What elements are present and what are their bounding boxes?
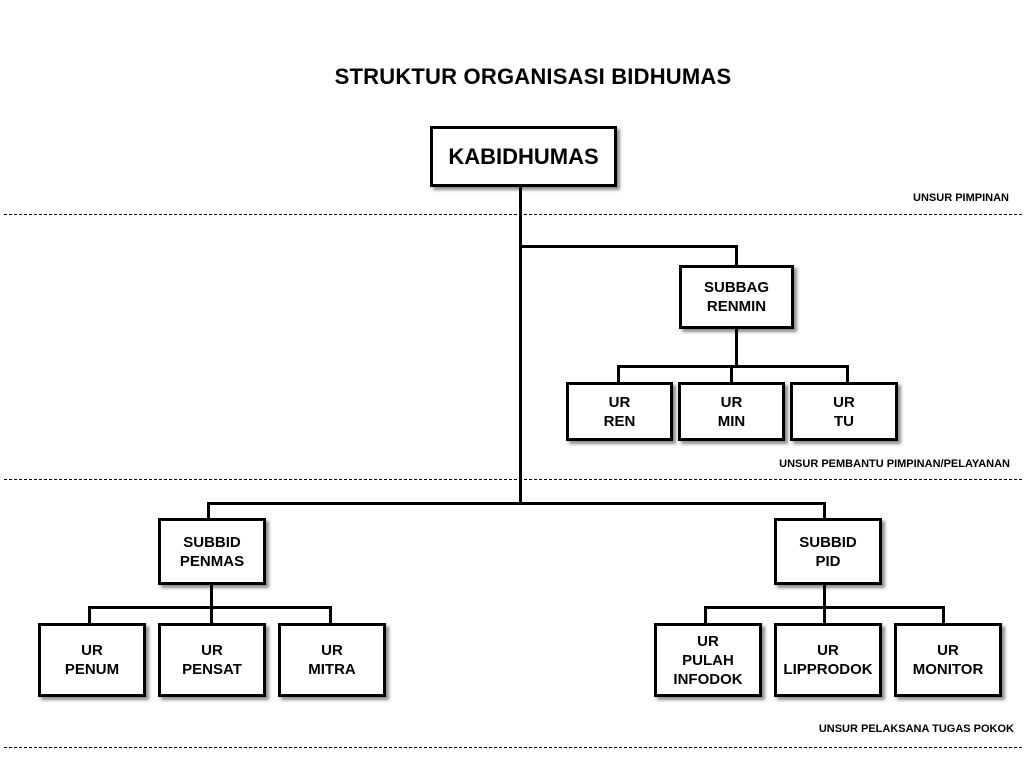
node-label: PENUM — [64, 661, 120, 678]
node-label: SUBBID — [183, 533, 241, 551]
zone-label-pelaksana: UNSUR PELAKSANA TUGAS POKOK — [818, 723, 1014, 735]
node-label: INFODOK — [673, 670, 743, 688]
connector-renmin-down — [735, 329, 738, 367]
node-label: REN — [603, 412, 636, 430]
node-label: TU — [834, 412, 854, 430]
connector-penmas-v — [207, 502, 210, 519]
connector-ur-lipprodok — [823, 606, 826, 624]
node-ur-pulah-infodok: UR PULAH INFODOK — [654, 623, 762, 697]
connector-ur-monitor — [942, 606, 945, 624]
node-label: LIPPRODOK — [783, 661, 873, 678]
node-ur-tu: UR TU — [790, 382, 898, 441]
connector-ur-ren — [617, 365, 620, 383]
connector-penmas-down — [210, 584, 213, 608]
separator-pembantu — [4, 479, 1022, 480]
connector-pid-down — [823, 584, 826, 608]
node-label: UR — [201, 642, 223, 659]
node-subbag-renmin: SUBBAG RENMIN — [679, 265, 794, 329]
connector-ur-pulah — [704, 606, 707, 624]
node-label: UR — [720, 393, 743, 411]
node-label: SUBBID — [799, 533, 857, 551]
connector-main-trunk — [519, 187, 522, 505]
node-label: PENSAT — [182, 661, 242, 678]
node-subbid-pid: SUBBID PID — [774, 518, 882, 585]
node-ur-ren: UR REN — [566, 382, 673, 441]
node-label: KABIDHUMAS — [448, 143, 599, 169]
node-label: UR — [608, 393, 631, 411]
zone-label-pembantu: UNSUR PEMBANTU PIMPINAN/PELAYANAN — [779, 458, 1010, 470]
node-ur-lipprodok: UR LIPPRODOK — [774, 623, 882, 697]
connector-ur-tu — [846, 365, 849, 383]
node-ur-penum: UR PENUM — [38, 623, 146, 697]
node-label: UR — [81, 642, 103, 659]
node-label: UR — [697, 632, 719, 650]
node-subbid-penmas: SUBBID PENMAS — [158, 518, 266, 585]
node-kabidhumas: KABIDHUMAS — [430, 126, 617, 187]
connector-ur-penum — [88, 606, 91, 624]
separator-pelaksana — [4, 747, 1022, 748]
node-label: UR — [937, 642, 959, 659]
node-label: UR — [817, 642, 839, 659]
node-ur-mitra: UR MITRA — [278, 623, 386, 697]
node-label: SUBBAG — [703, 279, 769, 296]
node-label: MITRA — [308, 661, 356, 678]
node-label: PENMAS — [179, 552, 245, 570]
node-label: MIN — [717, 412, 746, 430]
node-label: UR — [833, 393, 855, 411]
connector-renmin-h — [519, 245, 738, 248]
node-label: MONITOR — [912, 661, 984, 678]
node-ur-min: UR MIN — [678, 382, 785, 441]
node-ur-pensat: UR PENSAT — [158, 623, 266, 697]
connector-renmin-bus — [617, 365, 849, 368]
connector-ur-mitra — [329, 606, 332, 624]
node-label: UR — [321, 642, 343, 659]
connector-subbid-bus — [207, 502, 826, 505]
connector-ur-pensat — [210, 606, 213, 624]
node-ur-monitor: UR MONITOR — [894, 623, 1002, 697]
node-label: RENMIN — [706, 298, 767, 315]
zone-label-pimpinan: UNSUR PIMPINAN — [913, 192, 1009, 204]
connector-pid-v — [823, 502, 826, 519]
chart-title: STRUKTUR ORGANISASI BIDHUMAS — [334, 64, 732, 89]
separator-pimpinan — [4, 214, 1022, 215]
connector-ur-min — [730, 365, 733, 383]
node-label: PID — [815, 552, 841, 570]
node-label: PULAH — [682, 651, 734, 669]
connector-renmin-v — [735, 245, 738, 266]
